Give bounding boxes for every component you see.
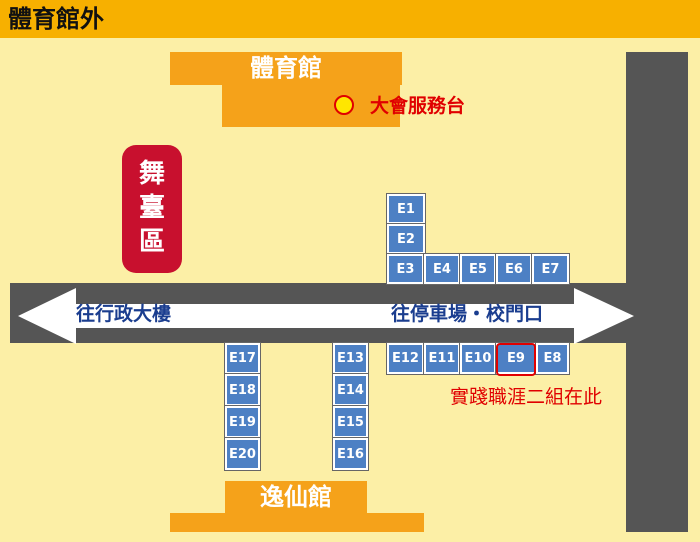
- booth-e14: E14: [332, 373, 369, 407]
- booth-e6: E6: [495, 253, 533, 285]
- page-title: 體育館外: [8, 5, 104, 33]
- booth-e7: E7: [531, 253, 570, 285]
- booth-e1: E1: [386, 193, 426, 225]
- vertical-road: [626, 52, 688, 532]
- yixian-hall-label: 逸仙館: [260, 483, 332, 511]
- booth-e17: E17: [224, 342, 261, 375]
- stage-area: [122, 145, 182, 273]
- arrow-right-icon: [560, 288, 634, 344]
- circle-marker-icon: [334, 95, 354, 115]
- header-bar: [0, 0, 700, 38]
- booth-e12: E12: [386, 342, 425, 375]
- booth-e19: E19: [224, 405, 261, 439]
- booth-e20: E20: [224, 437, 261, 471]
- booth-e8: E8: [535, 342, 570, 375]
- booth-e11: E11: [423, 342, 461, 375]
- highlight-label: 實踐職涯二組在此: [450, 386, 603, 408]
- yixian-hall-bottom: [170, 513, 424, 532]
- road-label-left: 往行政大樓: [76, 303, 172, 325]
- booth-e5: E5: [459, 253, 497, 285]
- gym-building-top: [170, 52, 402, 85]
- road-label-right: 往停車場・校門口: [391, 303, 544, 325]
- arrow-left-icon: [18, 288, 88, 344]
- gym-label: 體育館: [250, 54, 322, 82]
- booth-e13: E13: [332, 342, 369, 375]
- gym-building-bottom: [222, 85, 400, 127]
- highlight-box: [496, 343, 536, 376]
- road-arrows: [18, 288, 634, 344]
- booth-e18: E18: [224, 373, 261, 407]
- stage-label: 舞 臺 區: [138, 159, 165, 257]
- info-desk-label: 大會服務台: [370, 95, 466, 117]
- booth-e15: E15: [332, 405, 369, 439]
- booth-e2: E2: [386, 223, 426, 255]
- booth-e3: E3: [386, 253, 425, 285]
- booth-e10: E10: [459, 342, 497, 375]
- booth-e16: E16: [332, 437, 369, 471]
- booth-e4: E4: [423, 253, 461, 285]
- yixian-hall-top: [225, 481, 367, 513]
